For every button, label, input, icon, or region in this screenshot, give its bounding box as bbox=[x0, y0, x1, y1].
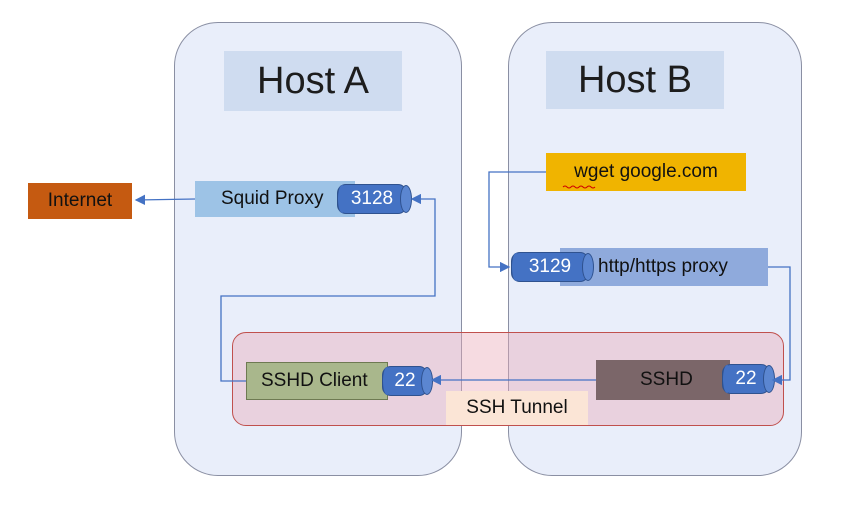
spellcheck-squiggle bbox=[562, 185, 596, 189]
arrow-wget-to-3129 bbox=[488, 171, 546, 273]
arrow-client-to-squid bbox=[220, 193, 436, 382]
http-proxy-box: http/https proxy bbox=[560, 248, 768, 286]
http-proxy-label: http/https proxy bbox=[598, 256, 728, 277]
sshd-label: SSHD bbox=[640, 369, 693, 390]
internet-label: Internet bbox=[47, 190, 113, 211]
wget-command-label: wget google.com bbox=[574, 161, 718, 182]
ssh-tunnel-label-box: SSH Tunnel bbox=[446, 391, 588, 425]
ssh-tunnel-label: SSH Tunnel bbox=[466, 397, 568, 418]
squid-proxy-label: Squid Proxy bbox=[221, 188, 324, 209]
sshd-box: SSHD bbox=[596, 360, 730, 400]
host-a-title: Host A bbox=[224, 51, 402, 111]
host-b-title: Host B bbox=[546, 51, 724, 109]
squid-port-3128: 3128 bbox=[337, 184, 412, 214]
internet-box: Internet bbox=[28, 183, 132, 219]
client-port-22: 22 bbox=[382, 366, 433, 396]
wget-command-box: wget google.com bbox=[546, 153, 746, 191]
proxy-port-3129: 3129 bbox=[511, 252, 594, 282]
squid-proxy-box: Squid Proxy bbox=[195, 181, 355, 217]
sshd-client-box: SSHD Client bbox=[246, 362, 388, 400]
sshd-client-label: SSHD Client bbox=[261, 370, 368, 391]
arrow-squid-to-internet bbox=[134, 194, 196, 206]
sshd-port-22: 22 bbox=[722, 364, 775, 394]
arrow-proxy-to-sshd bbox=[768, 266, 791, 386]
